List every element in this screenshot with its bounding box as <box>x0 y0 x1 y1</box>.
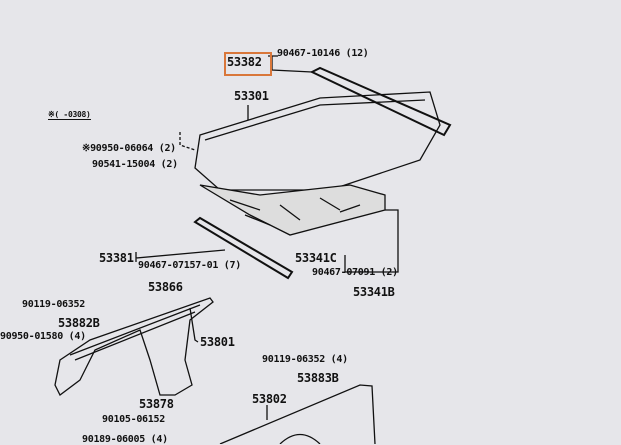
part-53341B-label[interactable]: 53341B <box>353 285 395 299</box>
part-53878-label[interactable]: 53878 <box>139 397 174 411</box>
part-53883B-label[interactable]: 53883B <box>297 371 339 385</box>
part-90467-10146-label[interactable]: 90467-10146 (12) <box>277 48 369 59</box>
part-53382-label[interactable]: 53382 <box>227 55 262 69</box>
hood-inner-frame <box>199 184 386 236</box>
part-90541-15004-label[interactable]: 90541-15004 (2) <box>92 159 178 170</box>
hood-crease <box>204 99 426 141</box>
part-90950-06064-label[interactable]: ※90950-06064 (2) <box>82 143 176 154</box>
part-53341C-label[interactable]: 53341C <box>295 251 337 265</box>
part-53866-label[interactable]: 53866 <box>148 280 183 294</box>
part-90119-06352-label[interactable]: 90119-06352 <box>22 299 85 310</box>
part-90119-06352-4-label[interactable]: 90119-06352 (4) <box>262 354 348 365</box>
part-90189-06005-label[interactable]: 90189-06005 (4) <box>82 434 168 445</box>
part-53381-label[interactable]: 53381 <box>99 251 134 265</box>
highlighted-part-box[interactable] <box>224 52 272 76</box>
front-fender-rh <box>219 384 376 444</box>
part-53801-label[interactable]: 53801 <box>200 335 235 349</box>
front-fender <box>54 297 214 396</box>
part-90950-01580-label[interactable]: 90950-01580 (4) <box>0 331 86 342</box>
part-90105-06152-label[interactable]: 90105-06152 <box>102 414 165 425</box>
part-53802-label[interactable]: 53802 <box>252 392 287 406</box>
cowl-strip <box>193 216 294 280</box>
part-90467-07091-label[interactable]: 90467-07091 (2) <box>312 267 398 278</box>
weatherstrip <box>309 66 452 137</box>
part-90467-07157-label[interactable]: 90467-07157-01 (7) <box>138 260 241 271</box>
part-53301-label[interactable]: 53301 <box>234 89 269 103</box>
part-53882B-label[interactable]: 53882B <box>58 316 100 330</box>
hood-panel <box>194 91 441 191</box>
note-label: ※( -0308) <box>48 110 91 120</box>
